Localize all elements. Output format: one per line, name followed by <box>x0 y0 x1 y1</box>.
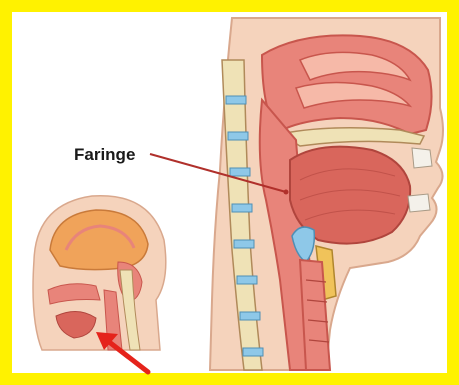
spinal-disc <box>232 204 252 212</box>
main-head-section <box>210 18 443 370</box>
leader-endpoint <box>284 190 289 195</box>
spinal-disc <box>240 312 260 320</box>
spinal-disc <box>234 240 254 248</box>
inset-head <box>33 196 166 350</box>
upper-teeth <box>412 148 432 168</box>
spinal-disc <box>230 168 250 176</box>
lower-teeth <box>408 194 430 212</box>
spinal-disc <box>228 132 248 140</box>
spinal-disc <box>237 276 257 284</box>
spinal-disc <box>226 96 246 104</box>
faringe-label: Faringe <box>74 145 135 164</box>
spinal-disc <box>243 348 263 356</box>
